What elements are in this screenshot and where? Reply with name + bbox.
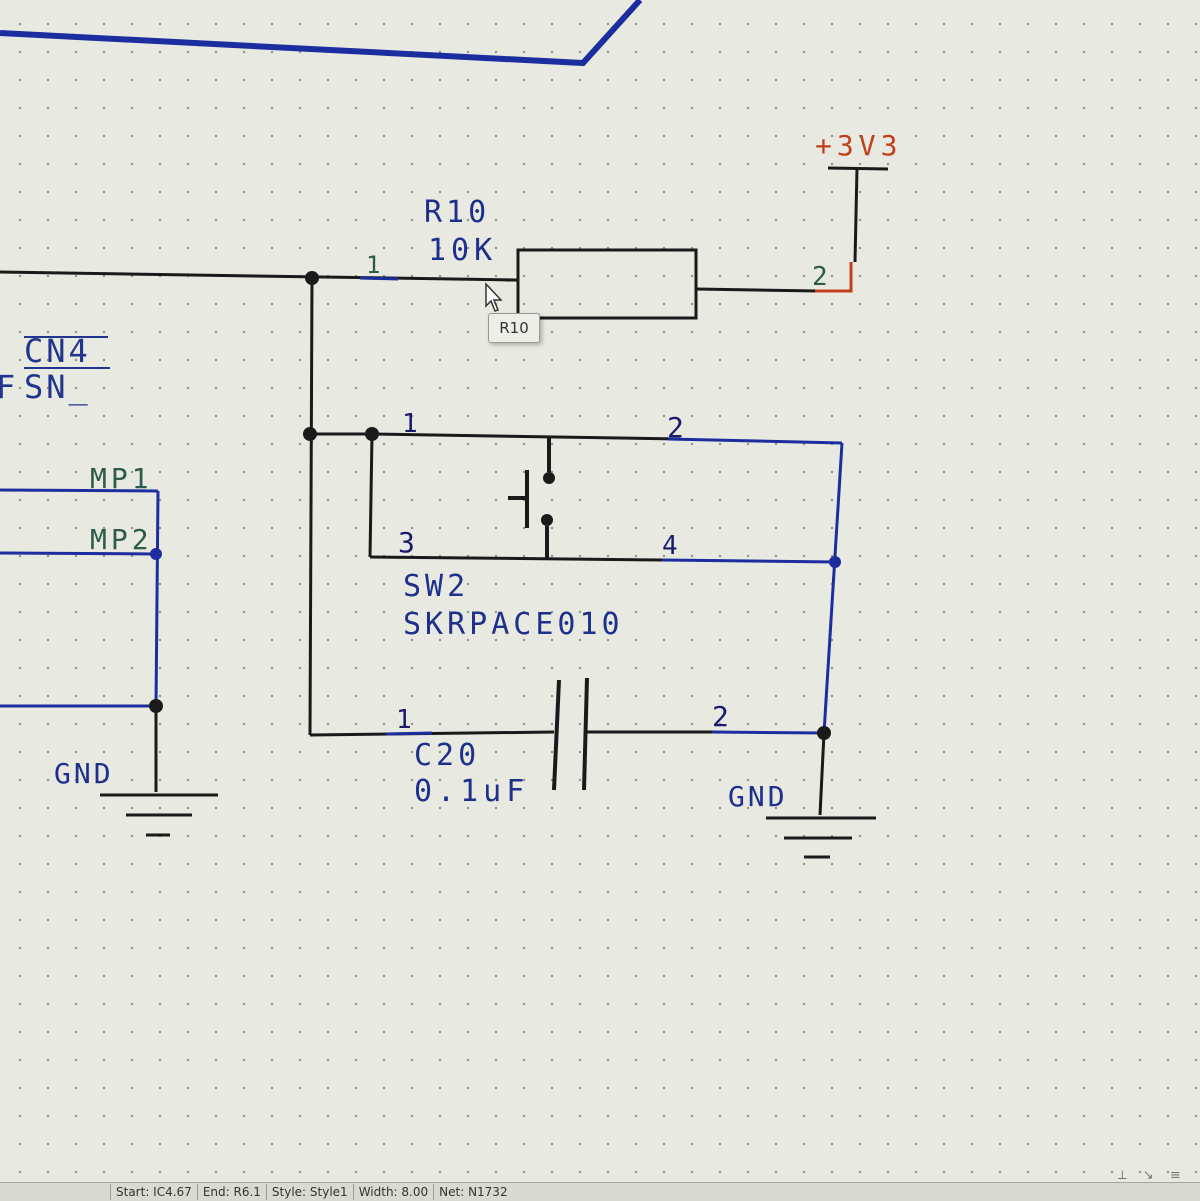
power-port-icon[interactable] [827,166,889,263]
ground-symbol-icon[interactable] [100,706,218,837]
r10-pin1-highlight [359,276,399,281]
junction-dot [150,548,162,560]
status-cell-empty [0,1184,110,1200]
wire-mp2-down[interactable] [154,490,160,707]
c20-value-label[interactable]: 0.1uF [414,774,529,809]
capacitor-c20[interactable] [552,677,589,791]
sw2-pin3-number: 3 [398,526,415,559]
status-style: Style: Style1 [265,1184,353,1200]
wire-right-trunk[interactable] [822,442,844,734]
power-3v3-label[interactable]: +3V3 [815,129,902,162]
wire-mp2[interactable] [0,551,159,556]
status-start: Start: IC4.67 [110,1184,197,1200]
wire-sw2-pin4-net[interactable] [661,558,837,564]
cn4-left-char: F [0,368,15,406]
r10-ref-label[interactable]: R10 [424,195,490,230]
junction-dot [829,556,841,568]
c20-ref-label[interactable]: C20 [414,738,480,773]
statusbar-tool-icons[interactable]: ⟂ ↘ ≡ [1118,1168,1187,1183]
junction-dot [305,271,319,285]
bus-wire-top[interactable] [0,0,643,67]
junction-dot [303,427,317,441]
cn4-ref-label[interactable]: CN4 [24,332,91,370]
r10-hover-tooltip: R10 [488,313,540,343]
sw2-pin2-number: 2 [667,411,684,444]
wire-left-trunk[interactable] [308,277,314,736]
c20-pin2-number: 2 [712,700,729,733]
r10-pin1-number: 1 [366,251,380,279]
wire-r10-net[interactable] [0,270,516,282]
gnd-right-label[interactable]: GND [728,780,788,813]
sw2-ref-label[interactable]: SW2 [403,569,469,604]
c20-pin1-number: 1 [396,705,412,735]
mp1-pin-label: MP1 [90,462,153,495]
r10-pin2-marker [815,262,853,293]
gnd-left-label[interactable]: GND [54,757,114,790]
pointer-cursor-icon [485,282,503,312]
sw2-value-label[interactable]: SKRPACE010 [403,607,624,642]
r10-value-label[interactable]: 10K [428,233,497,268]
status-width: Width: 8.00 [352,1184,433,1200]
wire-mp1[interactable] [0,488,159,493]
r10-pin2-number: 2 [812,262,828,292]
wire-c20-right-net[interactable] [711,730,825,735]
mp2-pin-label: MP2 [90,523,153,556]
sw2-pin4-number: 4 [662,531,678,561]
resistor-r10[interactable] [505,248,819,320]
ground-symbol-icon[interactable] [766,732,876,859]
switch-sw2[interactable] [368,432,681,562]
status-bar: Start: IC4.67 End: R6.1 Style: Style1 Wi… [0,1182,1200,1201]
wire-sw2-pin2-net[interactable] [667,437,843,445]
c20-pin1-highlight [385,731,433,736]
status-net: Net: N1732 [433,1184,512,1200]
status-end: End: R6.1 [196,1184,266,1200]
cn4-value-label[interactable]: SN_ [24,368,91,406]
sw2-pin1-number: 1 [402,409,418,439]
